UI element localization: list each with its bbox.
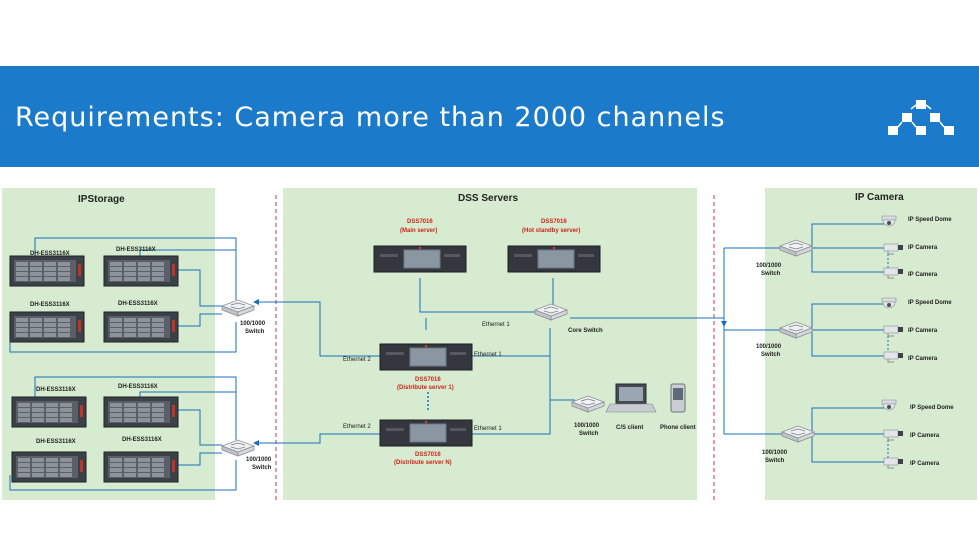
client-switch	[571, 395, 605, 413]
speed-dome-2-label: IP Speed Dome	[908, 300, 952, 306]
ip-camera-6-label: IP Camera	[910, 461, 940, 467]
camera-switch-2-label: Switch	[761, 352, 781, 358]
camera-switch-3-label: Switch	[765, 458, 785, 464]
phone-client-label: Phone client	[660, 425, 696, 431]
ip-camera-6	[883, 457, 904, 469]
camera-switch-3	[781, 425, 815, 443]
standby-server-model: DSS7016	[541, 219, 567, 225]
distn-eth2-label: Ethernet 2	[343, 424, 371, 430]
camera-switch-2-speed: 100/1000	[756, 344, 782, 350]
core-ethernet-label: Ethernet 1	[482, 322, 510, 328]
ess-unit-4	[103, 311, 179, 343]
storage-switch-1-speed: 100/1000	[240, 321, 266, 327]
page-title: Requirements: Camera more than 2000 chan…	[15, 102, 726, 133]
ip-camera-5-label: IP Camera	[910, 433, 940, 439]
dist1-server-role: (Distribute server 1)	[397, 385, 454, 391]
ip-camera-1-label: IP Camera	[908, 245, 938, 251]
distn-server-model: DSS7016	[415, 452, 441, 458]
storage-switch-2-label: Switch	[252, 465, 272, 471]
ipstorage-title: IPStorage	[78, 194, 125, 205]
storage-label-1: DH-ESS3116X	[30, 251, 70, 257]
phone-icon	[670, 383, 686, 413]
dist1-server-model: DSS7016	[415, 377, 441, 383]
main-server-role: (Main server)	[400, 228, 438, 234]
speed-dome-1-label: IP Speed Dome	[908, 217, 952, 223]
standby-server	[507, 245, 601, 273]
storage-label-8: DH-ESS3116X	[122, 437, 162, 443]
storage-switch-1	[221, 299, 255, 317]
ip-camera-2-label: IP Camera	[908, 272, 938, 278]
ess-unit-7	[11, 451, 87, 483]
camera-switch-1-label: Switch	[761, 271, 781, 277]
ess-unit-8	[103, 451, 179, 483]
ip-camera-4	[883, 351, 904, 363]
ess-unit-6	[103, 396, 179, 428]
ess-unit-1	[9, 255, 85, 287]
camera-switch-2	[779, 321, 813, 339]
network-logo-icon	[888, 100, 954, 135]
distribute-server-n	[379, 419, 473, 447]
storage-switch-2	[221, 439, 255, 457]
storage-switch-1-label: Switch	[245, 329, 265, 335]
core-switch	[534, 303, 568, 321]
camera-switch-3-speed: 100/1000	[762, 450, 788, 456]
storage-label-3: DH-ESS3116X	[30, 302, 70, 308]
camera-title: IP Camera	[855, 192, 904, 203]
ip-camera-1	[883, 243, 904, 255]
storage-label-5: DH-ESS3116X	[36, 387, 76, 393]
camera-switch-1	[779, 239, 813, 257]
storage-label-2: DH-ESS3116X	[116, 247, 156, 253]
main-server-model: DSS7016	[407, 219, 433, 225]
dist1-eth2-label: Ethernet 2	[343, 357, 371, 363]
main-server	[373, 245, 467, 273]
ip-camera-3-label: IP Camera	[908, 328, 938, 334]
client-switch-speed: 100/1000	[574, 423, 600, 429]
distribute-server-1	[379, 343, 473, 371]
distn-eth1-label: Ethernet 1	[474, 426, 502, 432]
ess-unit-3	[9, 311, 85, 343]
speed-dome-2	[881, 297, 897, 309]
camera-switch-1-speed: 100/1000	[756, 263, 782, 269]
core-switch-label: Core Switch	[568, 328, 603, 334]
servers-zone	[283, 188, 697, 500]
storage-switch-2-speed: 100/1000	[246, 457, 272, 463]
cs-client-label: C/S client	[616, 425, 644, 431]
camera-zone	[765, 188, 977, 500]
storage-label-7: DH-ESS3116X	[36, 439, 76, 445]
ip-camera-4-label: IP Camera	[908, 356, 938, 362]
client-switch-label: Switch	[579, 431, 599, 437]
speed-dome-3-label: IP Speed Dome	[910, 405, 954, 411]
dist1-eth1-label: Ethernet 1	[474, 352, 502, 358]
storage-label-4: DH-ESS3116X	[118, 301, 158, 307]
ess-unit-2	[103, 255, 179, 287]
ipstorage-zone	[2, 188, 215, 500]
header-banner	[0, 66, 979, 167]
ip-camera-5	[883, 429, 904, 441]
distn-server-role: (Distribute server N)	[394, 460, 452, 466]
ip-camera-2	[883, 267, 904, 279]
ip-camera-3	[883, 325, 904, 337]
standby-server-role: (Hot standby server)	[522, 228, 581, 234]
storage-label-6: DH-ESS3116X	[118, 384, 158, 390]
ess-unit-5	[11, 396, 87, 428]
laptop-icon	[605, 383, 657, 413]
servers-title: DSS Servers	[458, 193, 519, 204]
